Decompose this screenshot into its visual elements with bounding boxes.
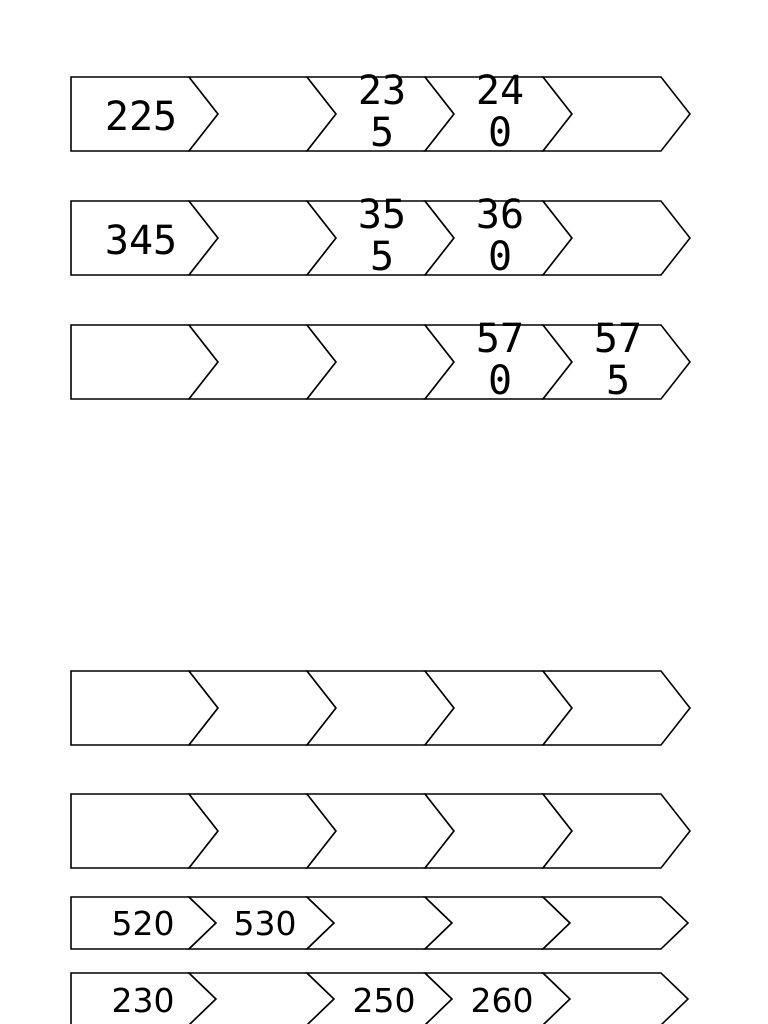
row-7-label-1: 230: [112, 981, 175, 1020]
row-7-segment-5: [541, 972, 690, 1024]
chevron-row-7: 230 250 260: [70, 972, 690, 1024]
row-4-segment-5: [541, 670, 692, 746]
row-1-segment-5: [541, 76, 692, 152]
row-5-segment-1: [70, 793, 220, 869]
row-7-label-3: 250: [353, 981, 416, 1020]
row-7-label-4: 260: [471, 981, 534, 1020]
row-2-label-1: 345: [105, 218, 177, 264]
row-1-label-1: 225: [105, 94, 177, 140]
row-2-segment-5: [541, 200, 692, 276]
row-4-segment-1: [70, 670, 220, 746]
row-6-label-2: 530: [234, 904, 297, 943]
chevron-row-5: [70, 793, 692, 869]
row-5-segment-5: [541, 793, 692, 869]
row-3-segment-5: [541, 324, 692, 400]
row-6-label-1: 520: [112, 904, 175, 943]
chevron-row-6: 520 530: [70, 896, 690, 950]
row-3-segment-1: [70, 324, 220, 400]
row-6-segment-5: [541, 896, 690, 950]
